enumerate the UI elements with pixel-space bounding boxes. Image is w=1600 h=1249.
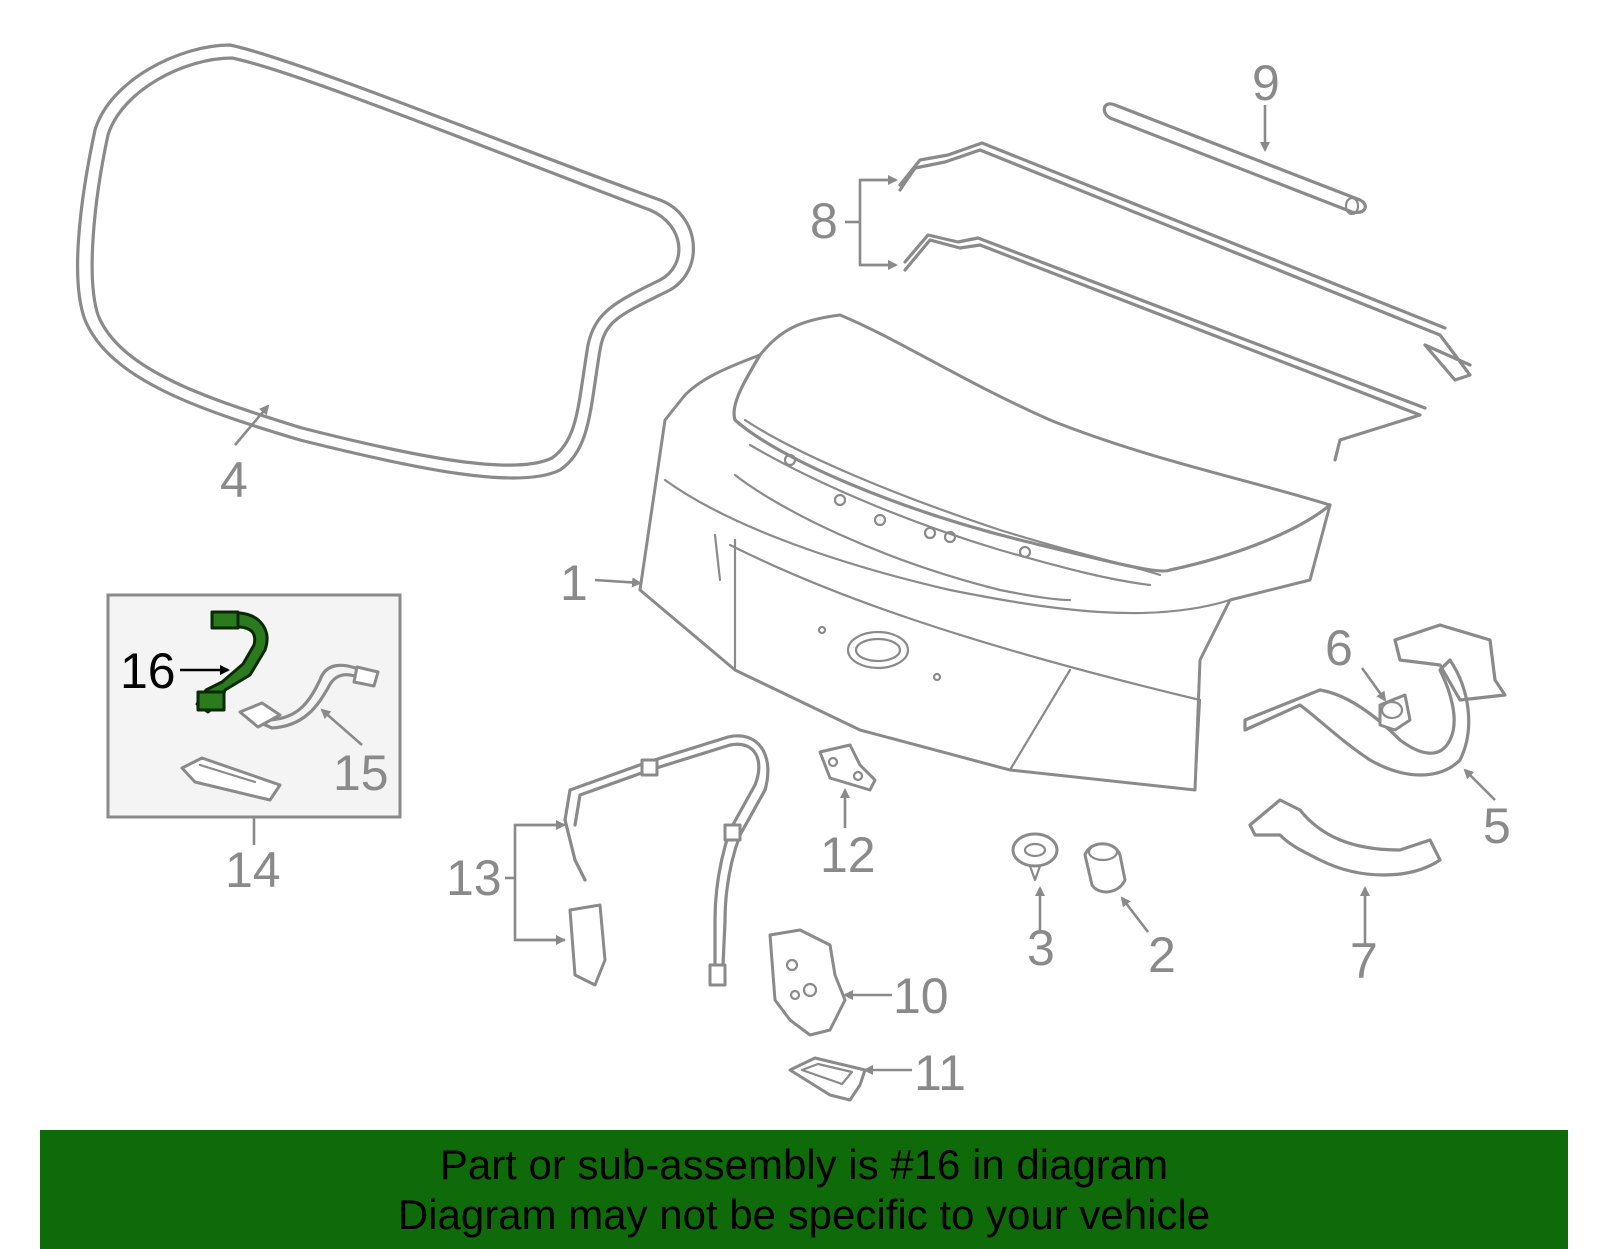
callout-10: 10	[893, 968, 949, 1024]
highlighted-harness[interactable]	[195, 610, 269, 714]
strip-rod	[1102, 102, 1367, 216]
torsion-bars	[845, 141, 1472, 462]
callout-14: 14	[225, 842, 281, 898]
callout-12: 12	[820, 827, 876, 883]
trunk-lid	[594, 313, 1332, 792]
callout-6: 6	[1325, 620, 1353, 676]
callout-2: 2	[1148, 927, 1176, 983]
callout-7: 7	[1350, 933, 1378, 989]
callout-13: 13	[446, 850, 502, 906]
weatherstrip-seal	[75, 43, 695, 480]
callout-8: 8	[810, 193, 838, 249]
striker	[818, 743, 877, 828]
banner-line-1: Part or sub-assembly is #16 in diagram	[439, 1141, 1169, 1188]
callout-9: 9	[1252, 55, 1280, 111]
hinge-cover	[1248, 798, 1442, 945]
stopper	[1360, 667, 1412, 732]
bumper	[1083, 842, 1150, 933]
callout-11: 11	[914, 1045, 966, 1101]
callout-4: 4	[220, 452, 248, 508]
latch	[768, 928, 892, 1037]
callout-3: 3	[1027, 920, 1055, 976]
banner-line-2: Diagram may not be specific to your vehi…	[397, 1191, 1211, 1238]
callout-16: 16	[120, 643, 176, 699]
info-banner: Part or sub-assembly is #16 in diagram D…	[40, 1130, 1568, 1249]
callout-1: 1	[560, 555, 588, 611]
release-cable	[505, 734, 770, 987]
clip	[1011, 832, 1059, 930]
latch-cover	[788, 1056, 912, 1102]
inset-box	[106, 593, 402, 819]
callout-5: 5	[1483, 798, 1511, 854]
callout-15: 15	[333, 745, 389, 801]
hinge-arm	[1243, 623, 1507, 801]
